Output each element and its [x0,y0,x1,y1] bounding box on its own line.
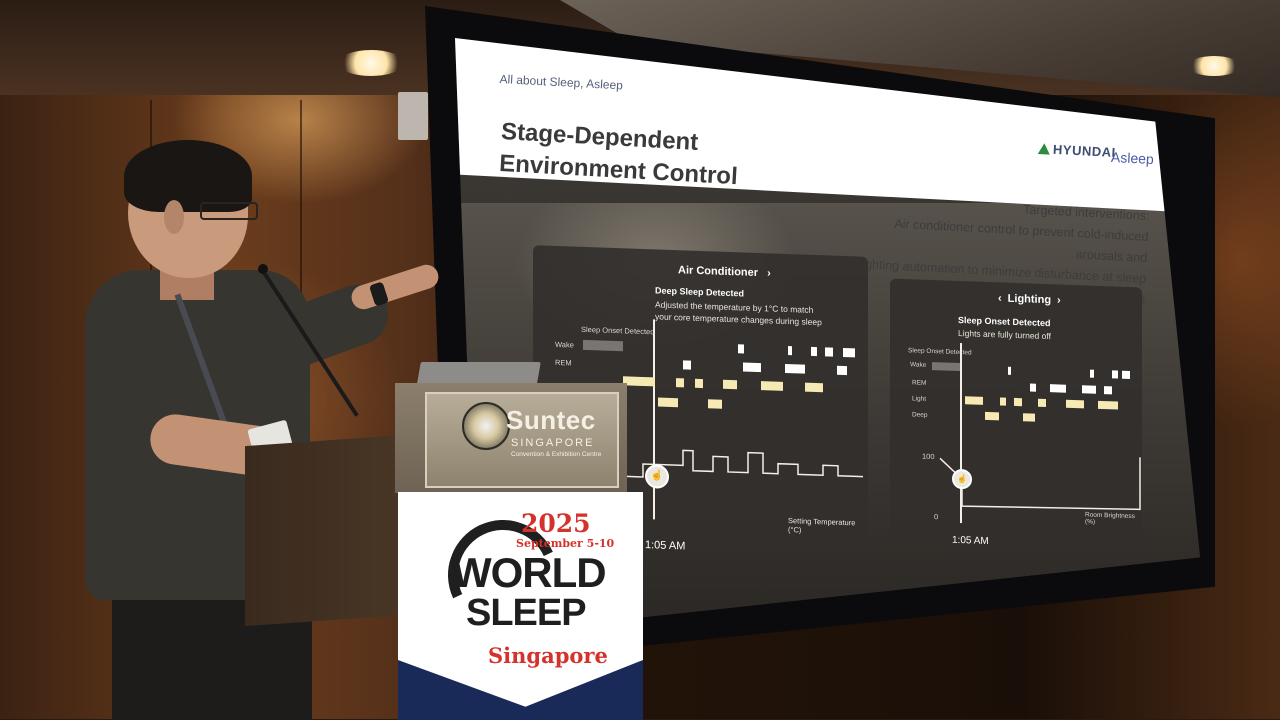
asleep-logo: Asleep [1110,148,1155,168]
suntec-city: SINGAPORE [511,437,595,449]
air-conditioner-card: Air Conditioner › Deep Sleep Detected Ad… [533,245,868,553]
suntec-name: Suntec [506,405,596,435]
banner-sleep: SLEEP [466,592,587,634]
ceiling-light [1188,56,1240,76]
hyundai-logo-text: HYUNDAI [1052,141,1117,161]
lighting-x-axis-label: Room Brightness (%) [1085,511,1135,526]
presenter-glasses [200,202,258,220]
slide-title: Stage-Dependent Environment Control [498,116,740,193]
lighting-time-label: 1:05 AM [952,534,989,548]
ac-time-label: 1:05 AM [645,539,686,553]
microphone-icon [258,264,268,274]
ac-x-axis-label: Setting Temperature (°C) [788,516,856,535]
hyundai-triangle-icon [1037,142,1051,155]
pointer-hand-icon: ☝ [645,464,669,489]
banner-dates: September 5-10 [516,537,615,550]
suntec-sign [425,392,619,488]
banner-world: WORLD [452,549,607,596]
wall-speaker [398,92,428,140]
banner-city: Singapore [488,643,608,668]
pointer-hand-icon: ☝ [952,468,972,490]
banner-year: 2025 [521,509,591,538]
suntec-subtitle: Convention & Exhibition Centre [511,451,602,458]
podium-side [245,433,420,627]
suntec-emblem-icon [462,402,510,450]
presenter-ear [164,200,184,234]
lighting-card: ‹Lighting› Sleep Onset Detected Lights a… [890,278,1142,553]
presenter-hair [124,140,252,212]
ac-temperature-line [623,449,863,478]
ceiling-light [338,50,404,76]
